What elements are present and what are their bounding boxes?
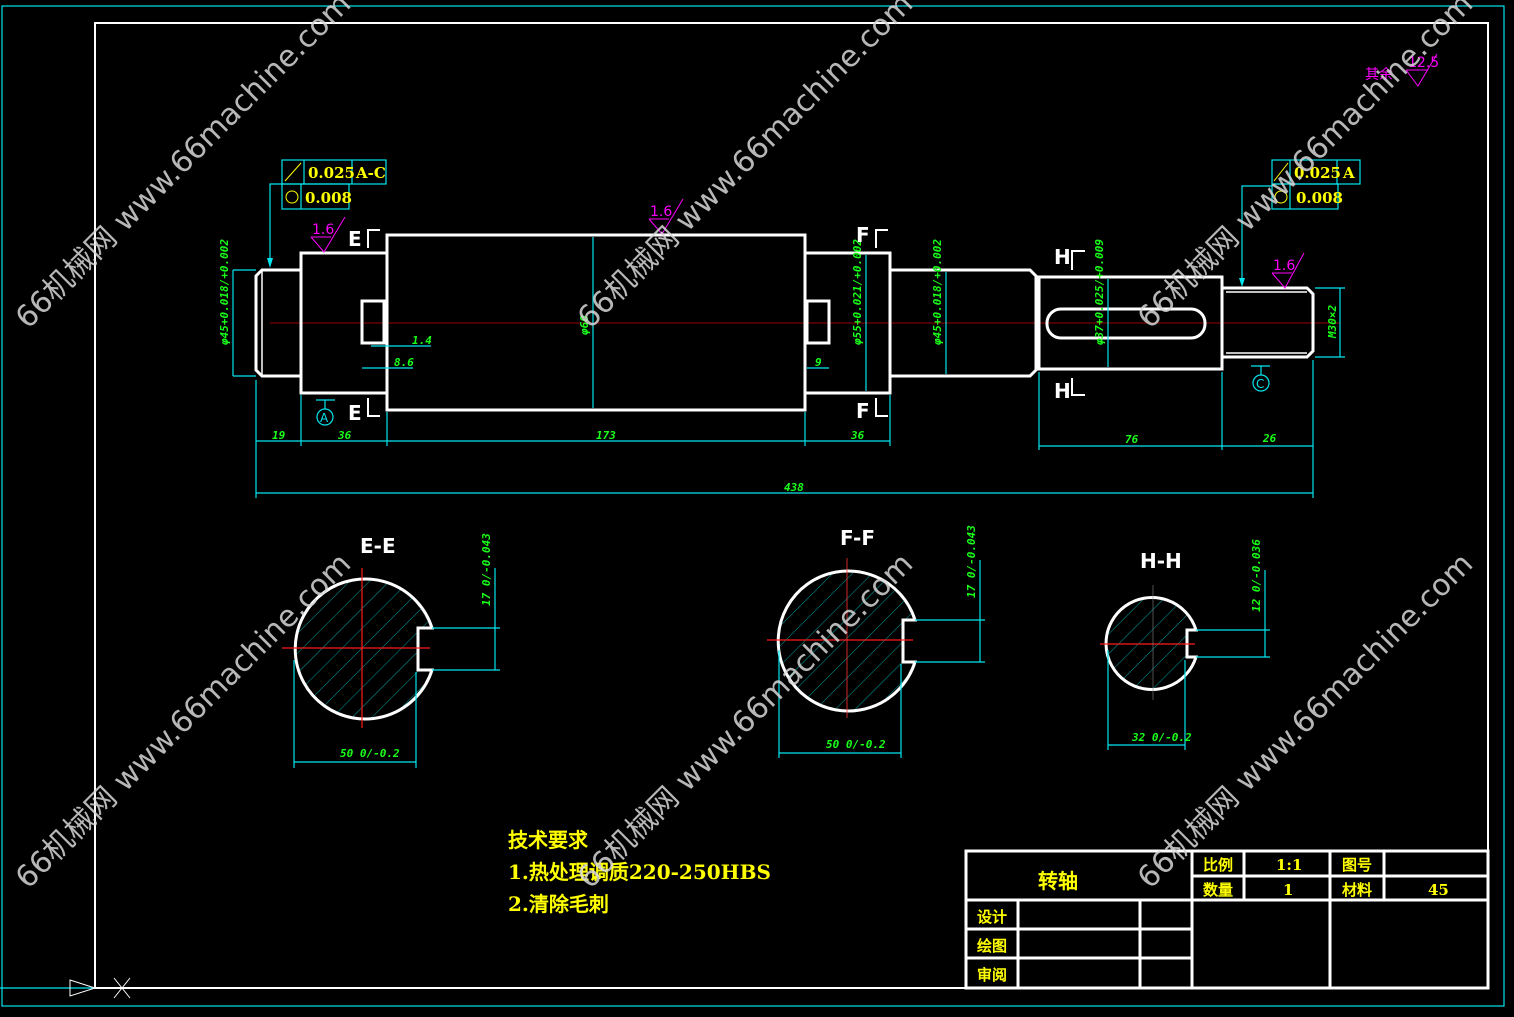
dim-36b: 36	[850, 429, 865, 442]
part-name: 转轴	[1038, 869, 1078, 893]
scale-value: 1:1	[1276, 856, 1302, 874]
svg-text:E: E	[348, 227, 362, 251]
section-e-e: E-E 17 0/-0.043 50 0/-0.2	[282, 533, 500, 768]
svg-text:1.6: 1.6	[312, 222, 334, 238]
svg-text:0.008: 0.008	[1296, 189, 1343, 207]
svg-text:66机械网 www.66machine.com: 66机械网 www.66machine.com	[1131, 546, 1480, 895]
svg-text:66机械网 www.66machine.com: 66机械网 www.66machine.com	[1131, 0, 1480, 336]
svg-text:H: H	[1054, 379, 1071, 403]
svg-text:66机械网 www.66machine.com: 66机械网 www.66machine.com	[571, 546, 920, 895]
svg-text:32 0/-0.2: 32 0/-0.2	[1131, 731, 1192, 744]
technical-requirements: 技术要求 1.热处理调质220-250HBS 2.清除毛刺	[508, 828, 771, 916]
datum-a: A	[316, 399, 335, 426]
svg-text:绘图: 绘图	[977, 937, 1007, 955]
drawing-frame	[94, 22, 1489, 989]
svg-text:F-F: F-F	[840, 526, 875, 550]
dim-9: 9	[815, 356, 822, 369]
dim-19: 19	[272, 429, 286, 442]
dim-173: 173	[596, 429, 616, 442]
section-f-f: F-F 17 0/-0.043 50 0/-0.2	[767, 525, 985, 758]
svg-text:C: C	[1256, 377, 1264, 391]
svg-text:A-C: A-C	[355, 164, 386, 182]
watermarks: 66机械网 www.66machine.com 66机械网 www.66mach…	[9, 0, 1480, 896]
svg-text:比例: 比例	[1203, 856, 1233, 874]
svg-text:1.热处理调质220-250HBS: 1.热处理调质220-250HBS	[508, 860, 771, 884]
svg-text:A: A	[320, 411, 329, 425]
section-markers: E E F F H H	[348, 223, 1085, 425]
shaft-outline	[254, 233, 1315, 412]
dimension-texts: 19 36 173 36 76 26 438 1.4 8.6 9 φ45+0.0…	[218, 239, 1339, 494]
svg-text:E-E: E-E	[360, 534, 396, 558]
cylindricity-icon	[285, 190, 299, 204]
svg-text:H: H	[1054, 245, 1071, 269]
dim-438: 438	[784, 481, 804, 494]
dia-37: φ37+0.025/+0.009	[1093, 239, 1106, 346]
svg-text:材料: 材料	[1342, 881, 1372, 899]
svg-text:数量: 数量	[1203, 881, 1233, 899]
svg-text:0.008: 0.008	[305, 189, 352, 207]
svg-text:技术要求: 技术要求	[508, 828, 589, 852]
title-block: 转轴 比例 1:1 图号 数量 1 材料 45 设计 绘图 审阅	[964, 849, 1490, 990]
svg-text:0.025: 0.025	[308, 164, 355, 182]
svg-text:其余: 其余	[1365, 66, 1393, 83]
dim-76: 76	[1125, 433, 1139, 446]
svg-text:66机械网 www.66machine.com: 66机械网 www.66machine.com	[9, 0, 358, 336]
svg-text:66机械网 www.66machine.com: 66机械网 www.66machine.com	[9, 546, 358, 895]
material-value: 45	[1428, 881, 1449, 899]
runout-icon	[284, 162, 302, 182]
svg-text:17 0/-0.043: 17 0/-0.043	[480, 533, 493, 606]
roughness-marks: 1.6 1.6 1.6 12.5 其余	[310, 53, 1439, 289]
dia-45-left: φ45+0.018/+0.002	[218, 239, 231, 346]
ucs-arrow-icon	[69, 979, 97, 997]
section-h-h: H-H 12 0/-0.036 32 0/-0.2	[1100, 539, 1270, 750]
svg-text:12.5: 12.5	[1408, 55, 1439, 71]
dia-60: φ60	[578, 315, 591, 336]
outer-border	[1, 5, 1505, 1007]
svg-text:审阅: 审阅	[977, 966, 1007, 984]
qty-value: 1	[1283, 881, 1293, 899]
svg-text:A: A	[1342, 164, 1355, 182]
svg-text:图号: 图号	[1342, 856, 1372, 874]
svg-text:H-H: H-H	[1140, 549, 1182, 573]
tolerance-frame-right: 0.025 A 0.008	[1239, 159, 1361, 287]
svg-text:12 0/-0.036: 12 0/-0.036	[1250, 539, 1263, 612]
svg-text:设计: 设计	[977, 908, 1007, 926]
dim-8-6: 8.6	[394, 356, 414, 369]
svg-text:50 0/-0.2: 50 0/-0.2	[340, 747, 400, 760]
svg-text:0.025: 0.025	[1294, 164, 1341, 182]
svg-text:17 0/-0.043: 17 0/-0.043	[965, 525, 978, 598]
dia-45-right: φ45+0.018/+0.002	[931, 239, 944, 346]
svg-text:1.6: 1.6	[1273, 258, 1295, 274]
dim-26: 26	[1262, 432, 1277, 445]
cursor-cross-icon	[113, 977, 131, 999]
svg-text:1.6: 1.6	[650, 204, 672, 220]
svg-text:50 0/-0.2: 50 0/-0.2	[826, 738, 886, 751]
svg-text:F: F	[856, 399, 870, 423]
thread-m30: M30×2	[1326, 305, 1339, 339]
datum-c: C	[1251, 365, 1270, 392]
dim-1-4: 1.4	[412, 334, 432, 347]
dimension-lines	[232, 237, 1345, 498]
svg-text:F: F	[856, 223, 870, 247]
svg-text:66机械网 www.66machine.com: 66机械网 www.66machine.com	[571, 0, 920, 336]
dim-36a: 36	[337, 429, 352, 442]
dia-55: φ55+0.021/+0.002	[851, 239, 864, 346]
svg-text:E: E	[348, 401, 362, 425]
svg-text:2.清除毛刺: 2.清除毛刺	[508, 892, 609, 916]
tolerance-frame-left: 0.025 A-C 0.008	[267, 159, 387, 268]
